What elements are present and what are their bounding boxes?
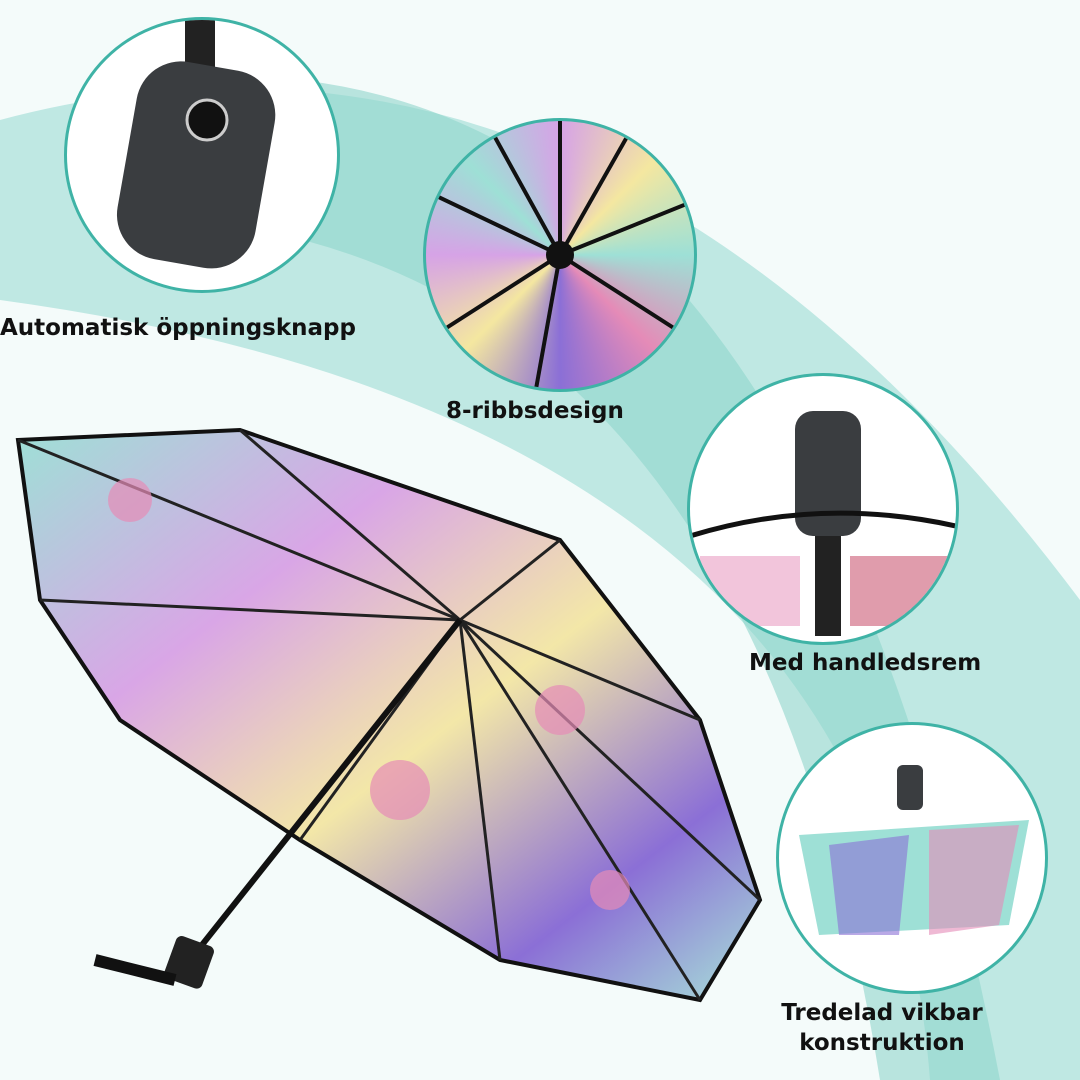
- umbrella-image: [15, 427, 763, 1003]
- feature-image-auto-open-button: [64, 17, 340, 293]
- feature-image-tri-fold: [776, 722, 1048, 994]
- feature-label-auto-open: Automatisk öppningsknapp: [0, 315, 356, 341]
- feature-image-wrist-strap: [687, 373, 959, 645]
- feature-image-eight-ribs: [423, 118, 697, 392]
- feature-label-eight-ribs: 8-ribbsdesign: [446, 398, 624, 424]
- feature-label-tri-fold-line2: konstruktion: [799, 1030, 965, 1056]
- feature-label-wrist-strap: Med handledsrem: [749, 650, 982, 676]
- feature-label-tri-fold-line1: Tredelad vikbar: [781, 1000, 983, 1026]
- feature-label-tri-fold: Tredelad vikbar konstruktion: [770, 998, 994, 1058]
